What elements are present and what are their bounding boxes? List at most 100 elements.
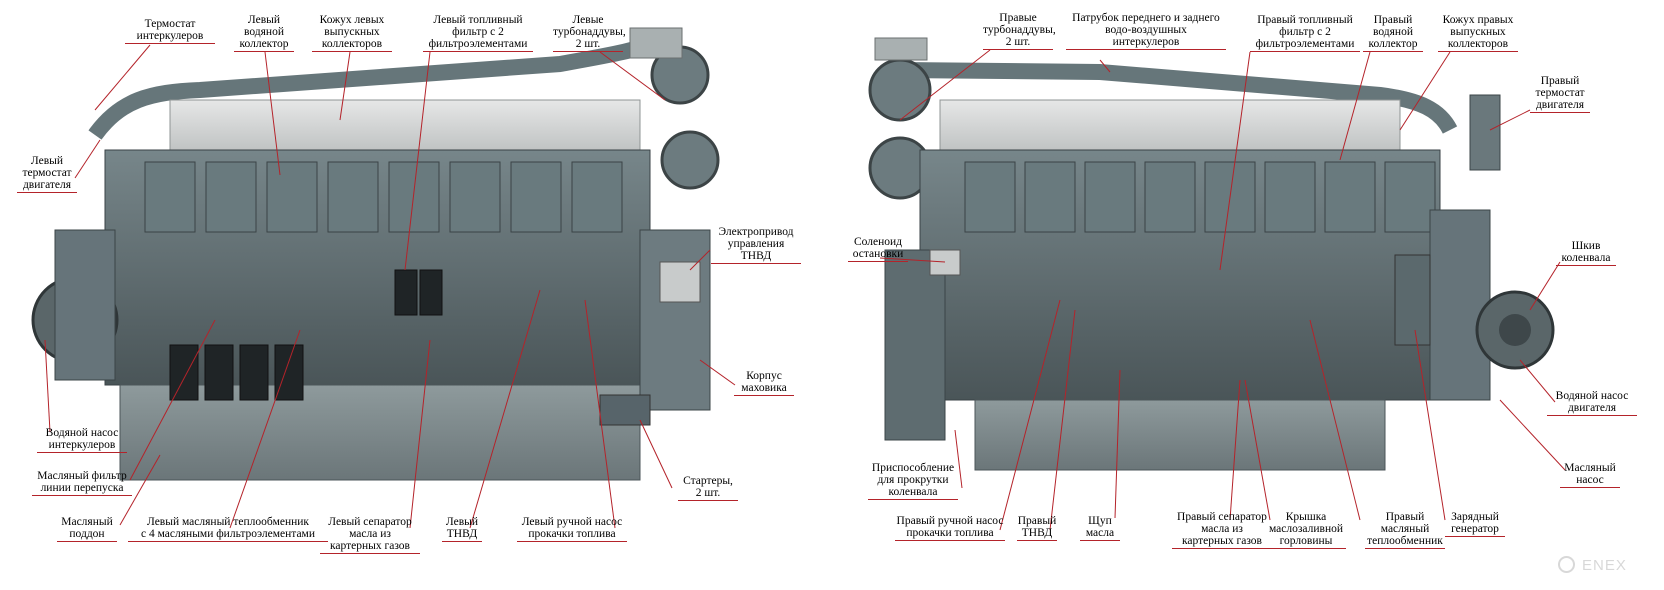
right-front-housing [1429,209,1491,401]
label-line: Правый [1385,511,1425,523]
right-engine [868,37,1555,471]
leader-lines [44,44,1566,531]
label-line: Левый ручной насос [521,516,623,528]
leader-right-water-manifold [1339,51,1371,161]
label-line: Левый [445,516,479,528]
label-line: водо-воздушных [1105,24,1187,36]
leader-oil-filler-cap [1244,379,1271,521]
label-line: двигателя [17,179,77,193]
right-flywheel-housing [884,249,946,441]
cylinder-head [964,161,1016,233]
leader-dipstick [1114,369,1121,519]
cylinder-head [205,161,257,233]
label-line: Правый топливный [1257,14,1353,26]
right-thermostat-shape [1469,94,1501,171]
cylinder-head [266,161,318,233]
leader-right-tnvd [1049,309,1076,531]
cylinder-head [1024,161,1076,233]
label-line: масла [1080,527,1120,541]
label-line: насос [1560,474,1620,488]
label-line: линии перепуска [32,482,132,496]
label-line: водяной [244,26,284,38]
oil-filter-element [169,344,199,401]
left-turbo-2 [660,130,720,190]
leader-right-hand-pump [999,299,1061,531]
label-line: интеркулеров [125,30,215,44]
left-oil-pan [119,384,641,481]
label-line: двигателя [1547,402,1637,416]
oil-filter-element [204,344,234,401]
label-line: фильтроэлементами [423,38,533,52]
label-line: с 4 масляными фильтроэлементами [128,528,328,542]
label-line: Левый масляный теплообменник [146,516,310,528]
label-starters: Стартеры,2 шт. [678,475,738,501]
label-line: турбонаддувы, [983,24,1056,36]
label-line: Левый топливный [433,14,523,26]
cylinder-head [1384,161,1436,233]
cylinder-head [388,161,440,233]
label-line: масляный [1380,523,1430,535]
label-line: маслозаливной [1268,523,1344,535]
right-crank-pulley-hub [1499,314,1531,346]
label-line: Левые [572,14,604,26]
label-line: Щуп [1088,515,1112,527]
watermark-logo-icon [1558,556,1575,573]
label-line: Правый [1373,14,1413,26]
label-line: водяной [1373,26,1413,38]
label-line: интеркулеров [37,439,127,453]
right-cylinder-heads [964,161,1436,233]
oil-filter-element [274,344,304,401]
left-exhaust-cover-shape [169,99,641,153]
label-line: Правый [1017,515,1057,527]
label-line: фильтр с 2 [1279,26,1331,38]
label-line: Шкив [1571,240,1601,252]
leader-right-fuel-filter [1219,51,1251,271]
label-line: коллектор [1363,38,1423,52]
label-line: фильтр с 2 [452,26,504,38]
left-starter-shape [599,394,651,426]
leader-oil-pump [1499,399,1566,471]
label-line: Левый [247,14,281,26]
leader-right-crankcase-separator [1229,379,1241,521]
leader-right-turbochargers [899,49,991,121]
label-line: картерных газов [1172,535,1272,549]
leader-left-oil-cooler [229,329,301,529]
label-line: маховика [734,382,794,396]
leader-intercooler-water-pump [44,339,51,433]
cylinder-head [1144,161,1196,233]
label-line: Водяной насос [1555,390,1629,402]
label-line: Масляный фильтр [37,470,127,482]
label-line: поддон [57,528,117,542]
label-line: Электропривод [718,226,794,238]
label-line: Левый [30,155,64,167]
left-front-housing [54,229,116,381]
label-line: прокачки топлива [517,528,627,542]
leader-intercooler-pipe [1099,59,1111,73]
leader-stop-solenoid [879,257,946,263]
right-turbo-inlet [874,37,928,61]
leader-oil-pan [119,454,161,526]
leader-tnvd-actuator [689,249,711,271]
label-line: Зарядный [1451,511,1499,523]
left-tnvd-actuator-box [659,261,701,303]
left-flywheel-housing [639,229,711,411]
label-line: Соленоид [853,236,903,248]
label-line: коленвала [868,486,958,500]
right-charging-generator-shape [1394,254,1431,346]
cylinder-head [1264,161,1316,233]
label-line: масла из [1201,523,1243,535]
label-line: выпускных [324,26,380,38]
